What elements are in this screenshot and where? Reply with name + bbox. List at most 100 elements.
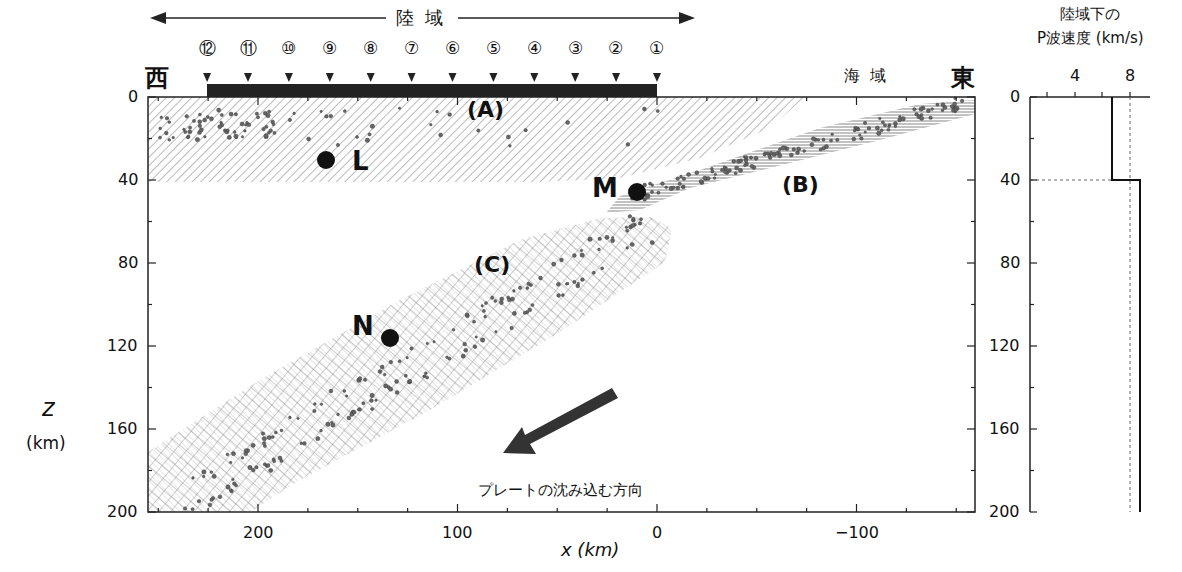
hypocenter — [159, 127, 162, 130]
tick — [257, 504, 258, 512]
hypocenter — [293, 112, 296, 115]
depth-tick-label: 120 — [989, 337, 1020, 355]
hypocenter — [955, 108, 958, 111]
hypocenter — [433, 341, 435, 343]
hypocenter — [168, 139, 171, 142]
hypocenter — [186, 136, 189, 139]
hypocenter — [343, 110, 346, 113]
station-marker — [285, 73, 293, 82]
hypocenter — [424, 372, 427, 375]
hypocenter — [329, 114, 333, 118]
hypocenter — [160, 116, 163, 119]
depth-tick-label: 80 — [1000, 254, 1020, 272]
hypocenter — [206, 115, 209, 118]
hypocenter — [343, 389, 346, 392]
title-arrow-label: 陸域 — [386, 8, 458, 28]
hypocenter — [389, 360, 393, 364]
hypocenter — [246, 121, 249, 124]
plot-frame — [148, 97, 975, 512]
tick — [906, 508, 907, 512]
hypocenter — [212, 474, 216, 478]
hypocenter — [626, 247, 629, 250]
hypocenter — [398, 107, 400, 109]
tick — [1030, 428, 1037, 429]
tick — [656, 97, 657, 105]
hypocenter — [273, 131, 276, 134]
hypocenter — [665, 186, 668, 189]
hypocenter — [879, 117, 882, 120]
hypocenter — [561, 294, 564, 297]
hypocenter — [611, 239, 615, 243]
tick — [148, 221, 152, 222]
hypocenter — [325, 115, 329, 119]
tick — [148, 387, 152, 388]
hypocenter — [225, 130, 229, 134]
hypocenter — [881, 121, 884, 124]
hypocenter — [552, 262, 556, 266]
hypocenter — [810, 143, 814, 147]
tick — [971, 138, 975, 139]
hypocenter — [274, 431, 277, 434]
hypocenter — [880, 129, 883, 132]
hypocenter — [164, 131, 168, 135]
tick — [1074, 92, 1075, 97]
tick — [307, 97, 308, 101]
tick — [357, 508, 358, 512]
hypocenter — [500, 297, 504, 301]
hypocenter — [426, 342, 428, 344]
hypocenter — [269, 468, 273, 472]
hypocenter — [371, 407, 374, 410]
hypocenter — [370, 399, 374, 403]
hypocenter — [229, 461, 232, 464]
hypocenter — [231, 452, 235, 456]
hypocenter — [863, 121, 866, 124]
hypocenter — [234, 134, 238, 138]
hypocenter — [527, 282, 531, 286]
depth-tick-label: 200 — [107, 503, 138, 521]
depth-tick-label: 0 — [1010, 88, 1020, 106]
tick — [457, 504, 458, 512]
plate-arrow — [503, 388, 618, 454]
hypocenter — [830, 139, 833, 142]
depth-tick-label: 40 — [118, 171, 138, 189]
hypocenter — [750, 156, 753, 159]
hypocenter — [953, 102, 957, 106]
hypocenter — [524, 129, 527, 132]
hypocenter — [817, 139, 820, 142]
hypocenter — [581, 278, 585, 282]
hypocenter — [484, 315, 487, 318]
hypocenter — [159, 136, 162, 139]
hypocenter — [513, 290, 516, 293]
hypocenter — [852, 137, 856, 141]
tick — [956, 508, 957, 512]
tick — [407, 508, 408, 512]
hypocenter — [210, 471, 213, 474]
depth-tick-label: 0 — [128, 88, 138, 106]
hypocenter — [262, 441, 265, 444]
hypocenter — [198, 113, 201, 116]
hypocenter — [337, 413, 340, 416]
distance-tick-label: 0 — [652, 524, 662, 542]
panel-title: P波速度 (km/s) — [1037, 30, 1144, 47]
hypocenter — [198, 120, 202, 124]
hypocenter — [592, 271, 595, 274]
hypocenter — [678, 182, 681, 185]
hypocenter — [266, 464, 270, 468]
hypocenter — [920, 116, 924, 120]
hypocenter — [265, 125, 268, 128]
hypocenter — [251, 443, 255, 447]
hypocenter — [271, 435, 274, 438]
hypocenter — [763, 152, 767, 156]
hypocenter — [410, 347, 413, 350]
hypocenter — [857, 128, 860, 131]
region-c — [148, 217, 672, 512]
tick — [806, 97, 807, 101]
hypocenter — [485, 302, 488, 305]
station-number: ⑥ — [445, 39, 460, 58]
hypocenter — [919, 107, 923, 111]
hypocenter — [288, 118, 291, 121]
land-bar — [207, 84, 657, 97]
tick — [148, 262, 156, 263]
hypocenter — [232, 478, 234, 480]
hypocenter — [638, 222, 642, 226]
